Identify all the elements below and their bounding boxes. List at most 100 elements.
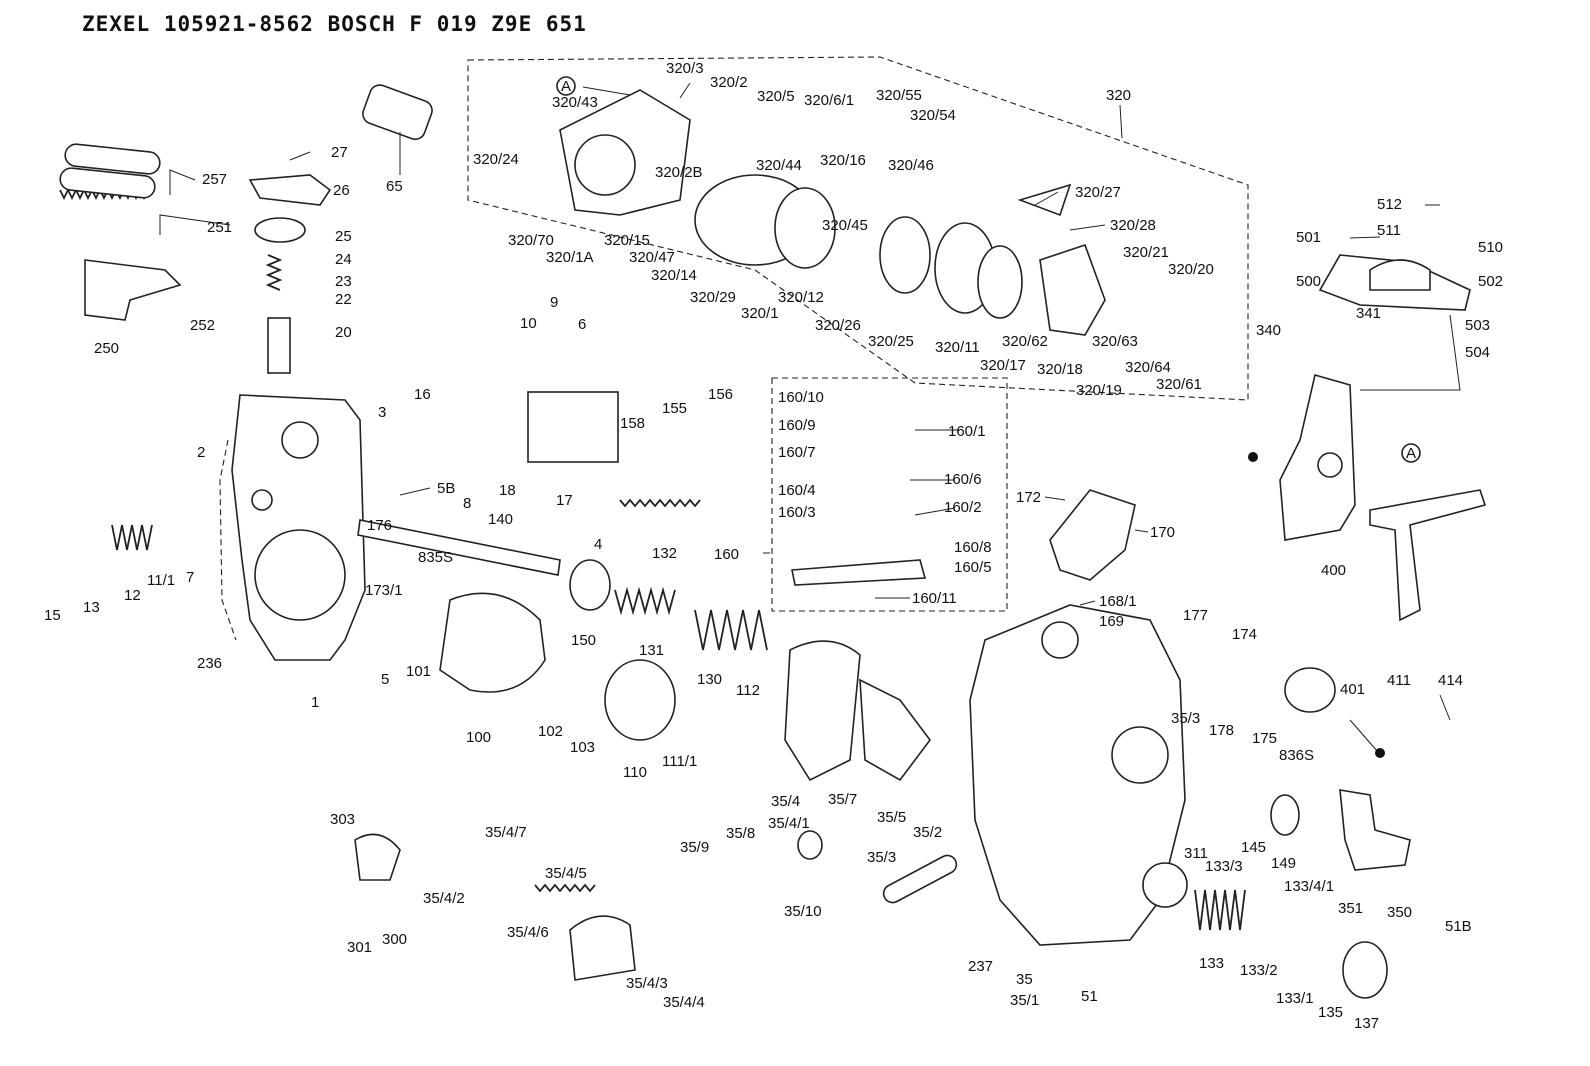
callout-label: 341 bbox=[1356, 305, 1381, 322]
callout-label: 11/1 bbox=[147, 572, 175, 589]
callout-label: 160/6 bbox=[944, 471, 982, 488]
spring-133 bbox=[1194, 889, 1246, 931]
spring-132 bbox=[619, 498, 701, 508]
callout-label: 320/46 bbox=[888, 157, 934, 174]
callout-label: 320/29 bbox=[690, 289, 736, 306]
callout-label: 16 bbox=[414, 386, 431, 403]
spring-12 bbox=[111, 524, 153, 551]
callout-label: 35/4 bbox=[771, 793, 800, 810]
callout-label: 160/4 bbox=[778, 482, 816, 499]
callout-label: 130 bbox=[697, 671, 722, 688]
callout-label: 140 bbox=[488, 511, 513, 528]
callout-label: 26 bbox=[333, 182, 350, 199]
callout-label: 6 bbox=[578, 316, 586, 333]
callout-label: 320/62 bbox=[1002, 333, 1048, 350]
callout-label: 9 bbox=[550, 294, 558, 311]
lever-170 bbox=[1049, 489, 1136, 581]
callout-label: 320/43 bbox=[552, 94, 598, 111]
callout-label: 135 bbox=[1318, 1004, 1343, 1021]
callout-label: 27 bbox=[331, 144, 348, 161]
callout-label: 501 bbox=[1296, 229, 1321, 246]
callout-label: 257 bbox=[202, 171, 227, 188]
callout-label: 320/45 bbox=[822, 217, 868, 234]
callout-label: 111/1 bbox=[662, 753, 697, 770]
callout-label: 320/55 bbox=[876, 87, 922, 104]
marker-label: A bbox=[1406, 445, 1416, 462]
callout-label: 18 bbox=[499, 482, 516, 499]
callout-label: 35/4/4 bbox=[663, 994, 705, 1011]
lever-160-5 bbox=[791, 559, 927, 586]
callout-label: 112 bbox=[736, 682, 760, 699]
callout-label: 35/3 bbox=[867, 849, 896, 866]
callout-label: 320/25 bbox=[868, 333, 914, 350]
callout-label: 340 bbox=[1256, 322, 1281, 339]
marker-label: A bbox=[561, 78, 571, 95]
callout-label: 320/21 bbox=[1123, 244, 1169, 261]
callout-label: 51 bbox=[1081, 988, 1098, 1005]
callout-label: 2 bbox=[197, 444, 205, 461]
callout-label: 401 bbox=[1340, 681, 1365, 698]
callout-label: 237 bbox=[968, 958, 993, 975]
callout-label: 8 bbox=[463, 495, 471, 512]
callout-label: 502 bbox=[1478, 273, 1503, 290]
callout-label: 500 bbox=[1296, 273, 1321, 290]
cap-836S bbox=[1284, 667, 1336, 713]
callout-label: 65 bbox=[386, 178, 403, 195]
callout-label: 110 bbox=[623, 764, 647, 781]
callout-label: 351 bbox=[1338, 900, 1363, 917]
callout-label: 133/2 bbox=[1240, 962, 1278, 979]
tube-257a bbox=[64, 143, 161, 175]
callout-label: 177 bbox=[1183, 607, 1208, 624]
callout-label: 320/16 bbox=[820, 152, 866, 169]
callout-label: 5 bbox=[381, 671, 389, 688]
callout-label: 160 bbox=[714, 546, 739, 563]
callout-label: 133/1 bbox=[1276, 990, 1314, 1007]
callout-label: 320/18 bbox=[1037, 361, 1083, 378]
callout-label: 156 bbox=[708, 386, 733, 403]
callout-label: 160/9 bbox=[778, 417, 816, 434]
ring-149 bbox=[1270, 794, 1300, 836]
plunger-20 bbox=[267, 317, 291, 374]
callout-label: 176 bbox=[367, 517, 392, 534]
callout-label: 320/63 bbox=[1092, 333, 1138, 350]
rod-35-2 bbox=[882, 854, 958, 904]
callout-label: 168/1 bbox=[1099, 593, 1137, 610]
callout-label: 170 bbox=[1150, 524, 1175, 541]
callout-label: 320/1 bbox=[741, 305, 779, 322]
callout-label: 35/4/5 bbox=[545, 865, 587, 882]
callout-label: 400 bbox=[1321, 562, 1346, 579]
spring-130 bbox=[694, 609, 768, 651]
callout-label: 411 bbox=[1387, 672, 1411, 689]
callout-label: 169 bbox=[1099, 613, 1124, 630]
diagram-title: ZEXEL 105921-8562 BOSCH F 019 Z9E 651 bbox=[82, 12, 587, 36]
callout-label: 133 bbox=[1199, 955, 1224, 972]
callout-label: 320/20 bbox=[1168, 261, 1214, 278]
leader-lines bbox=[159, 82, 1461, 753]
callout-label: 174 bbox=[1232, 626, 1257, 643]
callout-label: 511 bbox=[1377, 222, 1401, 239]
callout-label: 300 bbox=[382, 931, 407, 948]
callout-label: 320/19 bbox=[1076, 382, 1122, 399]
group-160-outline bbox=[771, 377, 1008, 612]
callout-label: 7 bbox=[186, 569, 194, 586]
callout-label: 35/8 bbox=[726, 825, 755, 842]
callout-label: 173/1 bbox=[365, 582, 403, 599]
callout-label: 320/1A bbox=[546, 249, 594, 266]
callout-label: 17 bbox=[556, 492, 573, 509]
group-320-outline bbox=[467, 56, 1249, 401]
callout-label: 504 bbox=[1465, 344, 1490, 361]
callout-label: 35/4/6 bbox=[507, 924, 549, 941]
callout-label: 311 bbox=[1184, 845, 1208, 862]
callout-label: 320/3 bbox=[666, 60, 704, 77]
callout-labels: 320/3 320/2 320/5 320/6/1 320/55 320 320… bbox=[44, 60, 1503, 1032]
callout-label: 160/10 bbox=[778, 389, 824, 406]
callout-label: 320/61 bbox=[1156, 376, 1202, 393]
sleeve-65 bbox=[362, 84, 433, 141]
callout-label: 512 bbox=[1377, 196, 1402, 213]
callout-label: 133/3 bbox=[1205, 858, 1243, 875]
callout-label: 155 bbox=[662, 400, 687, 417]
callout-label: 414 bbox=[1438, 672, 1463, 689]
callout-label: 132 bbox=[652, 545, 677, 562]
callout-label: 320/6/1 bbox=[804, 92, 854, 109]
callout-label: 35/1 bbox=[1010, 992, 1039, 1009]
